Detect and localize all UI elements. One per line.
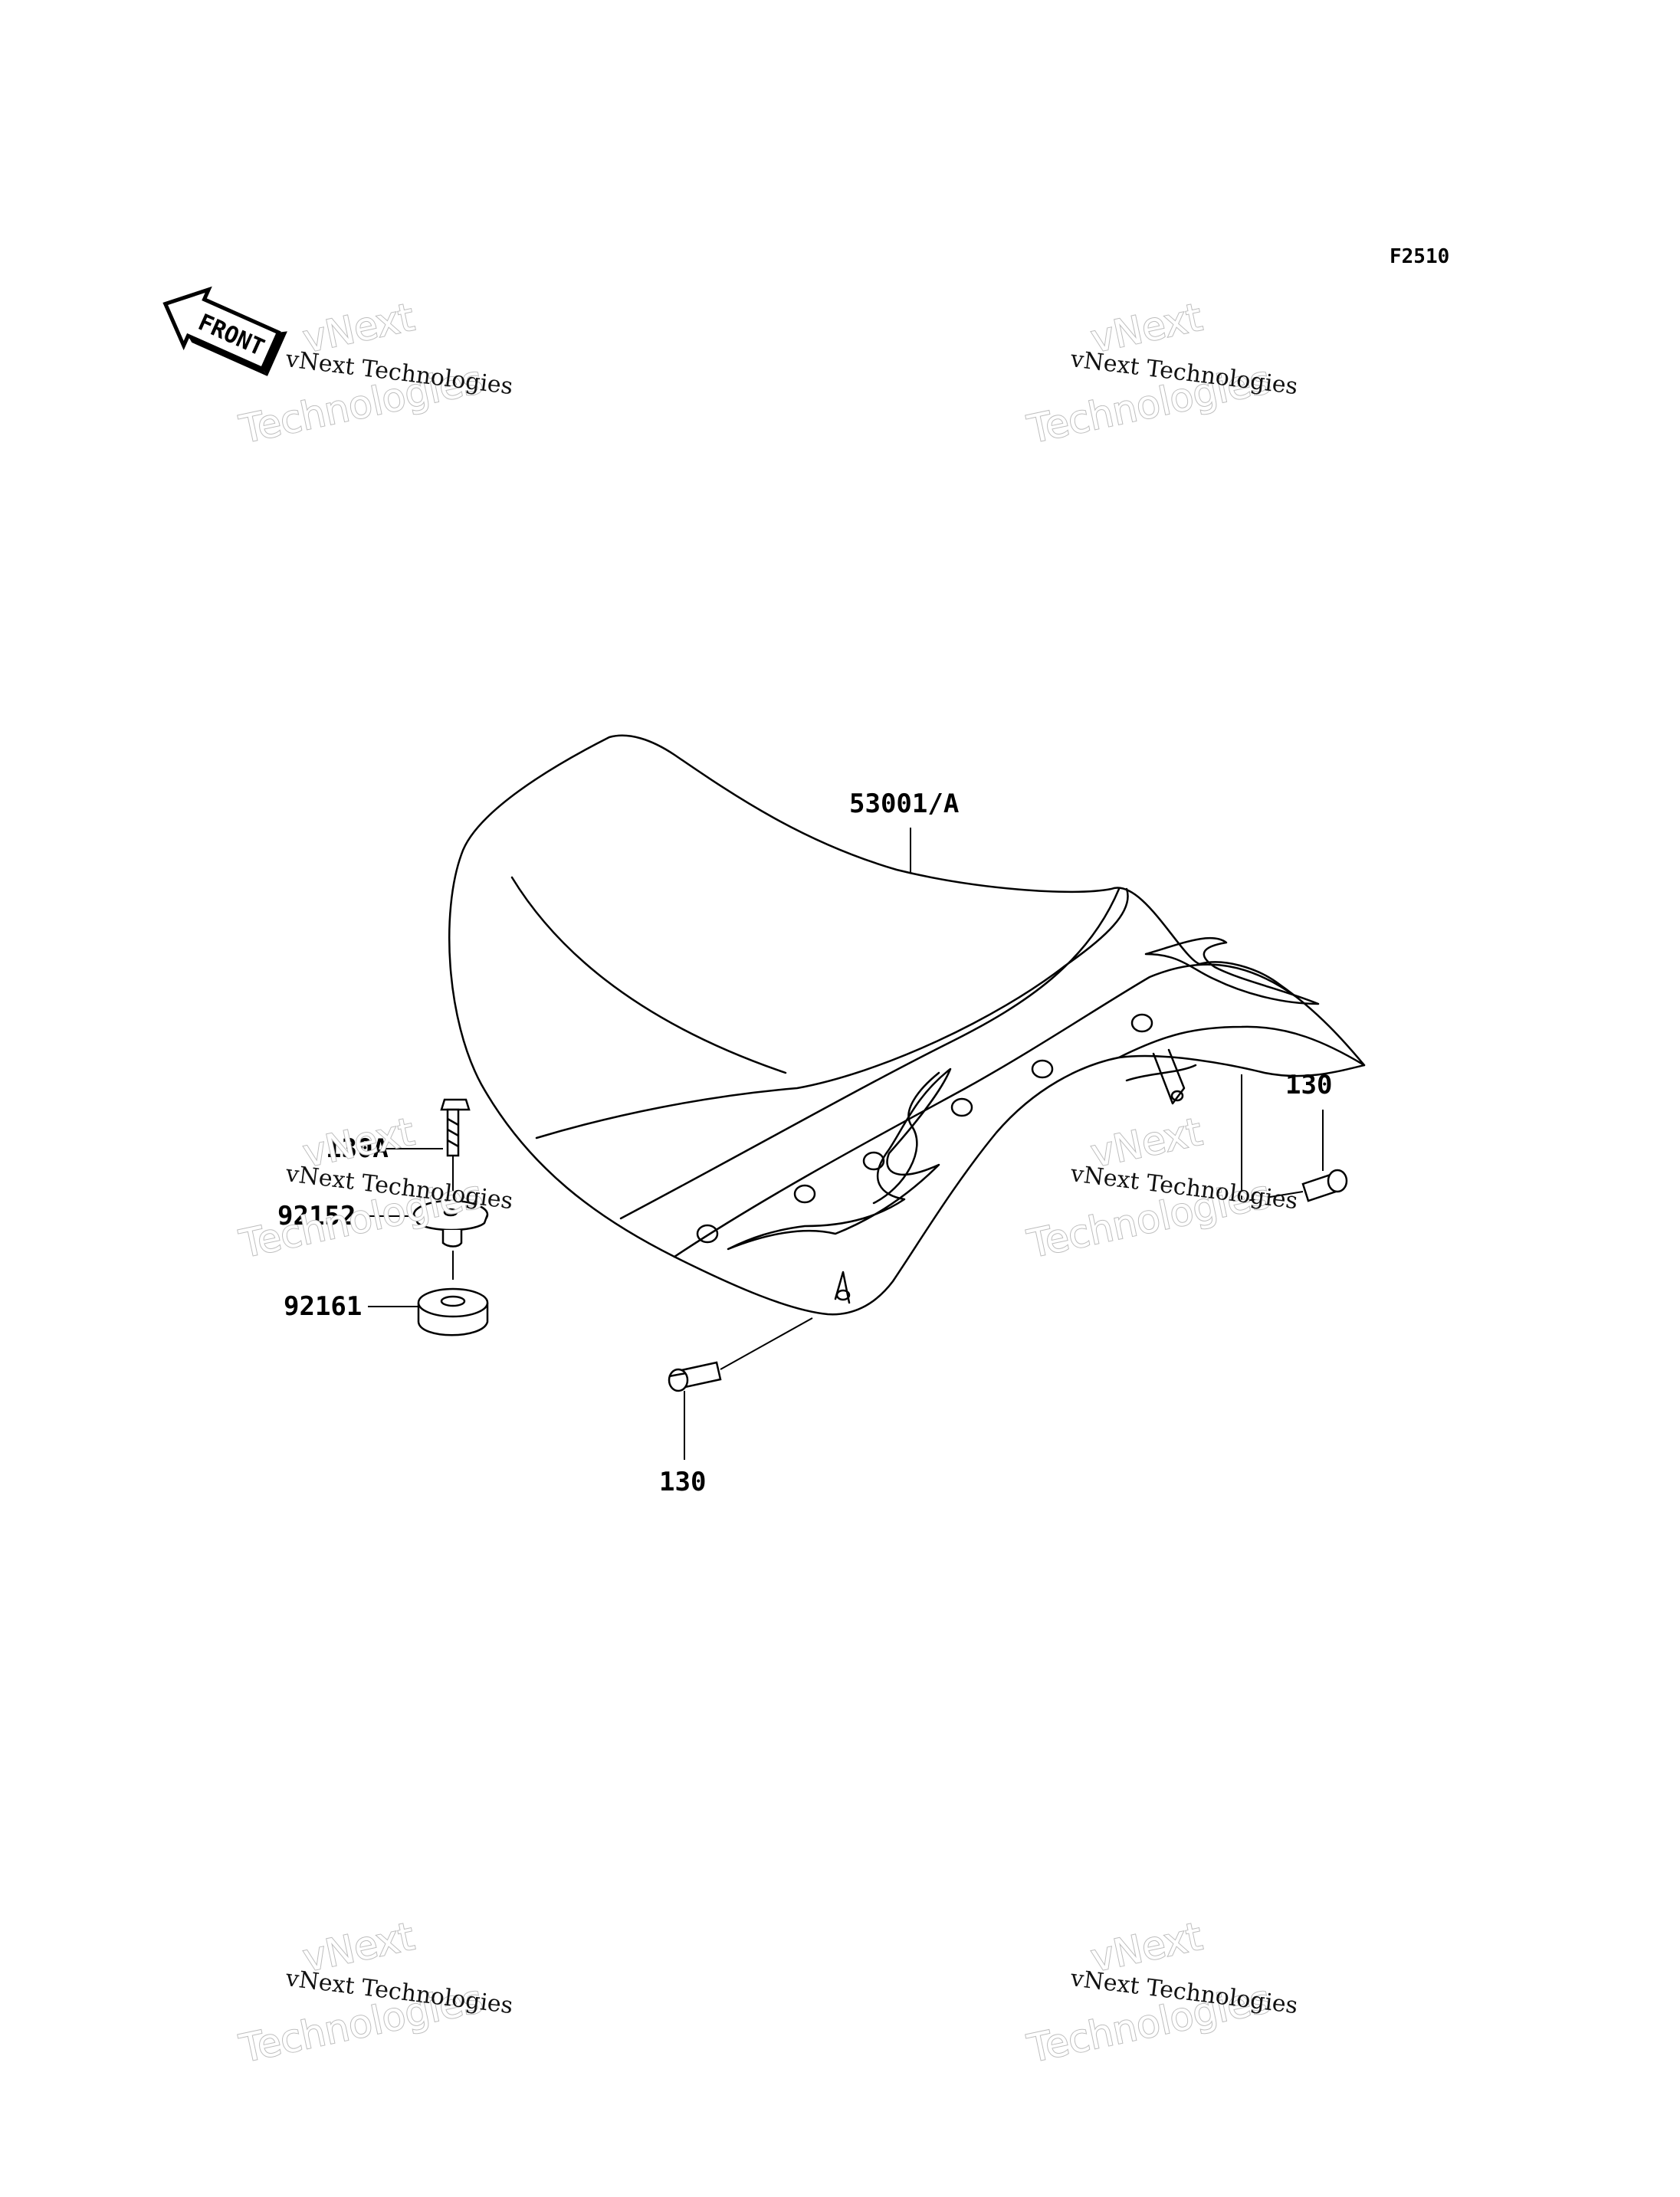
part-label-130a: 130A xyxy=(326,1133,389,1164)
part-label-92152: 92152 xyxy=(277,1201,356,1231)
watermark: vNext Technologies vNext Technologies xyxy=(235,294,514,453)
part-label-130-lower: 130 xyxy=(659,1467,706,1497)
watermark: vNext Technologies vNext Technologies xyxy=(1022,294,1299,453)
leader-line xyxy=(1241,1074,1304,1203)
leader-line xyxy=(720,1317,813,1370)
part-label-53001a: 53001/A xyxy=(849,789,959,819)
bolt-130a xyxy=(440,1098,471,1157)
washer-92152 xyxy=(412,1199,489,1248)
front-arrow-icon: FRONT xyxy=(162,286,287,376)
bolt-130-lower xyxy=(668,1361,722,1392)
part-label-92161: 92161 xyxy=(284,1291,362,1322)
damper-92161 xyxy=(417,1287,489,1336)
watermark: vNext Technologies vNext Technologies xyxy=(235,1109,514,1267)
bolt-130-right xyxy=(1301,1169,1348,1202)
watermark: vNext Technologies vNext Technologies xyxy=(1022,1109,1299,1267)
figure-code: F2510 xyxy=(1390,245,1449,268)
part-label-130-right: 130 xyxy=(1285,1070,1332,1100)
watermark: vNext Technologies vNext Technologies xyxy=(1022,1913,1299,2072)
watermark: vNext Technologies vNext Technologies xyxy=(235,1913,514,2072)
seat-53001-a xyxy=(448,734,1366,1316)
